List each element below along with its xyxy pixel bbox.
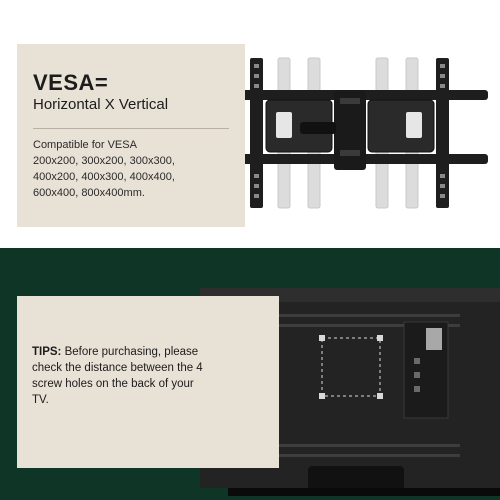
tips-panel: TIPS: Before purchasing, please check th… (17, 296, 279, 468)
tips-body: Before purchasing, please check the dist… (32, 346, 203, 406)
compat-line: 400x200, 400x300, 400x400, (33, 171, 175, 183)
vesa-subtitle: Horizontal X Vertical (33, 96, 169, 113)
vesa-title: VESA= (33, 70, 109, 95)
compat-line: Compatible for VESA (33, 139, 137, 151)
compat-line: 200x200, 300x200, 300x300, (33, 155, 175, 167)
vesa-compat-text: Compatible for VESA 200x200, 300x200, 30… (33, 137, 233, 201)
divider (33, 128, 229, 129)
tips-label: TIPS: (32, 346, 62, 358)
top-section: VESA= Horizontal X Vertical Compatible f… (0, 0, 500, 248)
compat-line: 600x400, 800x400mm. (33, 187, 145, 199)
tips-text: TIPS: Before purchasing, please check th… (32, 344, 210, 408)
vesa-info-panel: VESA= Horizontal X Vertical Compatible f… (17, 44, 245, 227)
bottom-section: TIPS: Before purchasing, please check th… (0, 248, 500, 500)
tv-mount-illustration (208, 57, 488, 209)
